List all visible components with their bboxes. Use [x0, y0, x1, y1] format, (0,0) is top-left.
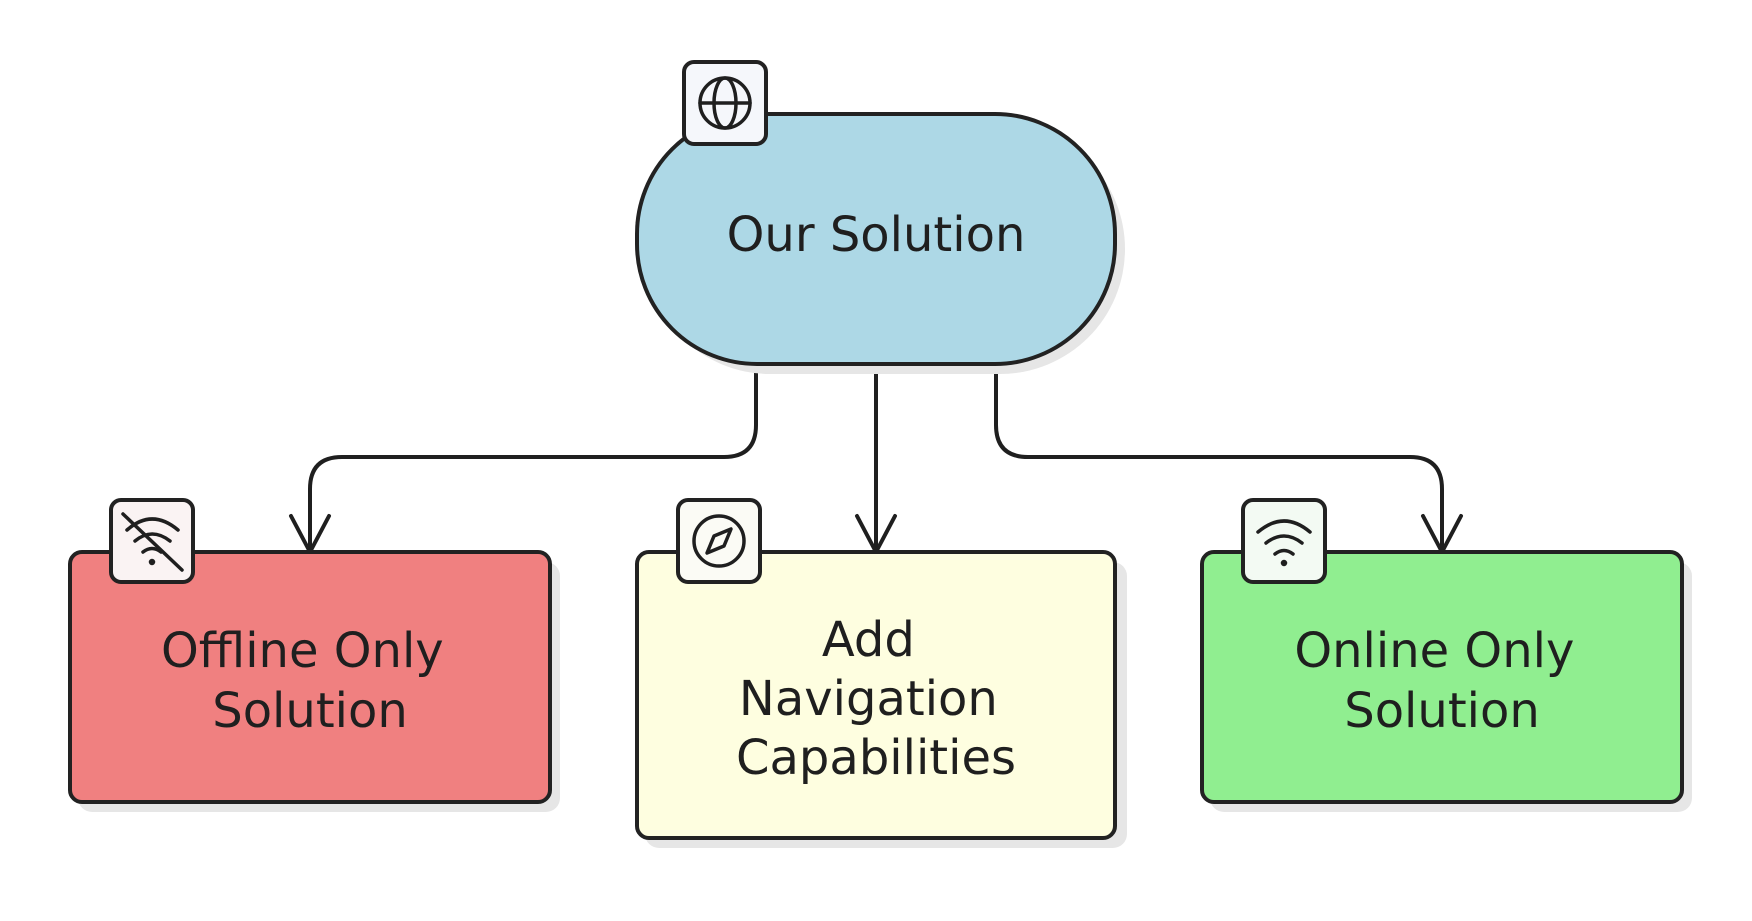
node-offline-only[interactable]: Offline Only Solution [68, 550, 560, 812]
node-online-only-label: Online Only Solution [1294, 623, 1589, 739]
node-online-only-line-1: Online Only [1294, 623, 1574, 679]
node-offline-only-label: Offline Only Solution [161, 623, 459, 739]
globe-badge [682, 60, 768, 146]
node-offline-only-line-2: Solution [212, 683, 408, 739]
node-our-solution-shape [635, 112, 1117, 366]
node-online-only[interactable]: Online Only Solution [1200, 550, 1692, 812]
node-offline-only-line-1: Offline Only [161, 623, 444, 679]
compass-icon [692, 514, 746, 568]
node-online-only-line-2: Solution [1344, 683, 1540, 739]
node-add-navigation-shape [635, 550, 1117, 840]
node-our-solution-label: Our Solution [727, 207, 1026, 263]
edge-root-to-online [994, 369, 1444, 554]
globe-icon [698, 76, 752, 130]
node-our-solution[interactable]: Our Solution [635, 112, 1125, 374]
wifi-icon [1256, 519, 1312, 567]
node-online-only-shape [1200, 550, 1684, 804]
node-offline-only-shape [68, 550, 552, 804]
node-add-navigation-label: Add Navigation Capabilities [736, 612, 1016, 786]
node-add-navigation-line-3: Capabilities [736, 730, 1016, 786]
compass-badge [676, 498, 762, 584]
wifi-badge [1241, 498, 1327, 584]
wifi-off-badge [109, 498, 195, 584]
edge-root-to-offline [308, 369, 758, 554]
wifi-off-icon [121, 512, 184, 572]
node-add-navigation-line-1: Add [822, 612, 915, 668]
node-add-navigation[interactable]: Add Navigation Capabilities [635, 550, 1127, 848]
node-add-navigation-line-2: Navigation [739, 671, 998, 727]
